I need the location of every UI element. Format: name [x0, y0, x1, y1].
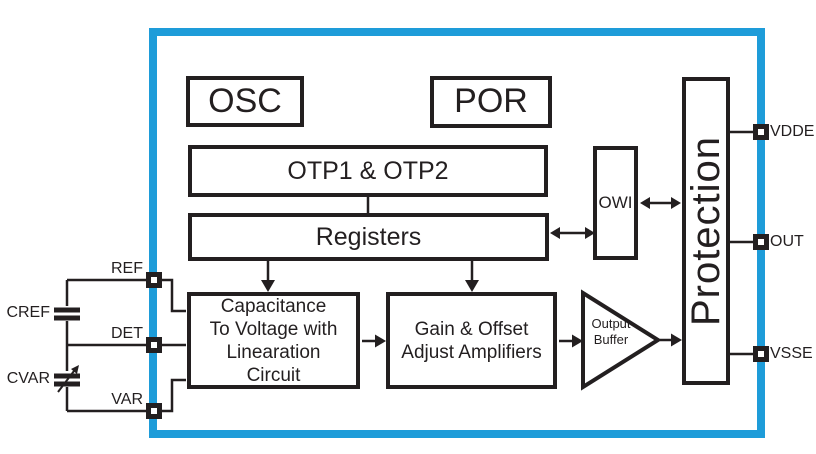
block-osc: OSC [186, 76, 304, 127]
block-capacitance-to-voltage: Capacitance To Voltage with Linearation … [187, 292, 360, 389]
internal-left-wires [160, 278, 186, 413]
pin-out [753, 234, 769, 250]
arrow-registers-to-c2v [261, 261, 275, 292]
external-wires [65, 278, 146, 413]
label-cvar: CVAR [6, 370, 50, 387]
pin-label-det: DET [111, 325, 143, 342]
pin-label-vsse: VSSE [770, 345, 813, 362]
arrow-owi-protection [640, 197, 681, 209]
wire-var-internal [160, 378, 186, 413]
pin-label-out: OUT [770, 233, 804, 250]
block-protection: Protection [682, 77, 730, 385]
pin-vsse [753, 346, 769, 362]
pin-label-ref: REF [111, 260, 143, 277]
block-registers: Registers [188, 213, 549, 261]
cref-capacitor-icon [54, 307, 80, 321]
arrow-registers-owi [550, 227, 595, 239]
output-buffer-triangle [581, 289, 662, 391]
block-otp: OTP1 & OTP2 [188, 145, 548, 197]
cvar-variable-capacitor-icon [54, 365, 80, 393]
block-por: POR [430, 76, 552, 128]
cvar-arrow-shaft [57, 370, 75, 393]
pin-det [146, 337, 162, 353]
arrow-registers-to-gain [465, 261, 479, 292]
pin-label-vdde: VDDE [770, 123, 815, 140]
block-owi: OWI [593, 146, 638, 260]
arrow-buffer-to-protection [660, 333, 682, 347]
arrow-c2v-to-gain [362, 334, 386, 348]
protection-label: Protection [684, 135, 729, 327]
chip-boundary [149, 28, 765, 438]
pin-ref [146, 272, 162, 288]
pin-var [146, 403, 162, 419]
label-cref: CREF [6, 304, 50, 321]
output-buffer-label: Output Buffer [591, 316, 631, 347]
right-pin-wires [730, 130, 753, 356]
block-gain-offset-amplifiers: Gain & Offset Adjust Amplifiers [386, 292, 557, 389]
arrow-gain-to-buffer [559, 334, 583, 348]
wire-ref-internal [160, 278, 186, 313]
cvar-arrow-head [71, 365, 79, 374]
pin-label-var: VAR [111, 391, 143, 408]
pin-vdde [753, 124, 769, 140]
